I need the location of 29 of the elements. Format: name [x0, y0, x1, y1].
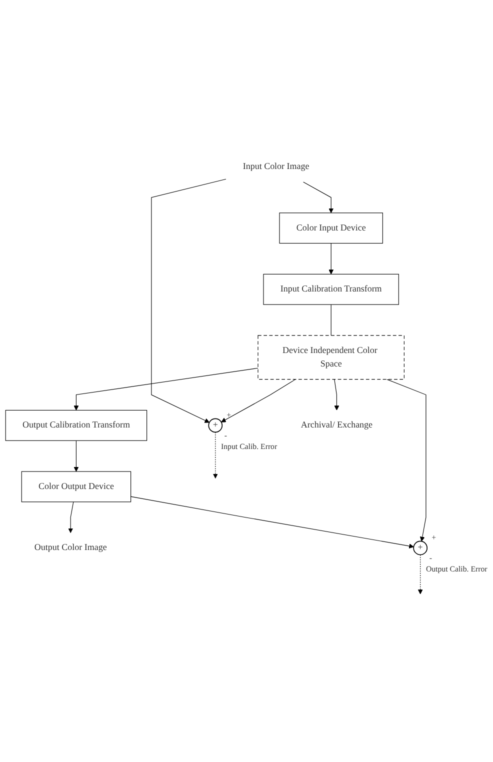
- node-box: Output Calibration Transform: [5, 410, 148, 441]
- sign-label: -: [429, 553, 432, 562]
- sign-label: +: [432, 532, 436, 542]
- node-circle: +: [208, 418, 223, 432]
- node-text: Input Color Image: [242, 161, 310, 172]
- node-box: Color Input Device: [279, 212, 383, 244]
- arrow: [386, 378, 426, 542]
- arrow: [212, 432, 218, 478]
- sign-label: +: [226, 410, 232, 420]
- arrow: [303, 181, 334, 213]
- node-box: Color Output Device: [21, 470, 132, 502]
- arrow: [334, 378, 340, 410]
- annotation-text: Output Calib. Error: [426, 564, 488, 574]
- arrow: [418, 554, 423, 594]
- node-box: Device Independent Color Space: [258, 334, 404, 380]
- sign-label: -: [224, 430, 228, 440]
- arrow: [221, 378, 296, 422]
- node-text: Archival/ Exchange: [300, 420, 373, 430]
- arrow: [74, 368, 258, 410]
- node-box: Input Calibration Transform: [263, 274, 399, 305]
- arrow: [151, 178, 226, 423]
- arrow: [74, 440, 79, 472]
- connector: [330, 304, 332, 336]
- arrow: [68, 501, 74, 533]
- arrow: [130, 496, 414, 548]
- node-text: Output Color Image: [34, 542, 107, 552]
- annotation-text: Input Calib. Error: [221, 442, 278, 451]
- node-circle: +: [413, 540, 428, 555]
- arrow: [328, 242, 334, 274]
